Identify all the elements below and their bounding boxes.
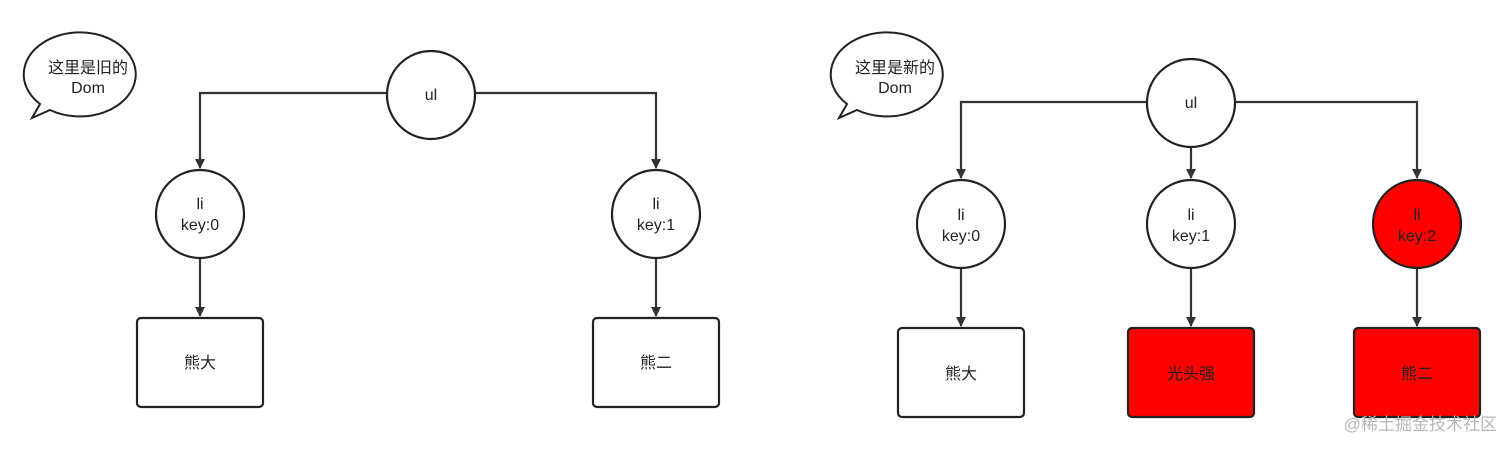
old-callout-bubble <box>22 31 137 121</box>
old-li-node-key1: li key:1 <box>610 168 702 260</box>
new-callout-bubble <box>829 31 944 121</box>
old-dom-callout: 这里是旧的 Dom <box>22 31 137 121</box>
old-callout-line-2: Dom <box>71 80 105 97</box>
old-ul-node: ul <box>385 49 477 141</box>
new-content-0-label: 熊大 <box>945 365 977 383</box>
new-li-node-key1: li key:1 <box>1145 178 1237 270</box>
new-ul-label: ul <box>1185 95 1197 112</box>
new-content-2-label: 熊二 <box>1401 365 1433 383</box>
old-li-node-key0: li key:0 <box>154 168 246 260</box>
old-edge-ul-to-li1 <box>475 91 661 169</box>
new-content-box-2: 熊二 <box>1352 326 1482 419</box>
new-dom-callout: 这里是新的 Dom <box>829 31 944 121</box>
new-li0-key: key:0 <box>942 228 980 245</box>
new-li1-label: li <box>1187 207 1194 224</box>
old-ul-label: ul <box>425 87 437 104</box>
new-edge-ul-to-li0 <box>956 100 1147 179</box>
old-content-0-label: 熊大 <box>184 354 216 372</box>
old-li1-label: li <box>652 196 659 213</box>
new-content-box-1: 光头强 <box>1126 326 1256 419</box>
watermark-text: @稀土掘金技术社区 <box>1344 415 1497 434</box>
new-li-node-key2: li key:2 <box>1371 178 1463 270</box>
new-li2-key: key:2 <box>1398 228 1436 245</box>
new-li-node-key0: li key:0 <box>915 178 1007 270</box>
new-ul-node: ul <box>1145 57 1237 149</box>
old-content-box-1: 熊二 <box>591 316 721 409</box>
old-li0-key: key:0 <box>181 217 219 234</box>
new-li2-label: li <box>1413 207 1420 224</box>
old-li0-label: li <box>196 196 203 213</box>
old-callout-line-1: 这里是旧的 <box>48 59 128 77</box>
new-content-1-label: 光头强 <box>1167 365 1215 383</box>
new-dom-tree: 这里是新的 Dom ul li key:0 li key:1 <box>829 31 1482 419</box>
old-content-box-0: 熊大 <box>135 316 265 409</box>
new-callout-line-1: 这里是新的 <box>855 59 935 77</box>
old-content-1-label: 熊二 <box>640 354 672 372</box>
new-callout-line-2: Dom <box>878 80 912 97</box>
new-li0-label: li <box>957 207 964 224</box>
old-edge-ul-to-li0 <box>195 91 388 169</box>
old-li1-key: key:1 <box>637 217 675 234</box>
old-dom-tree: 这里是旧的 Dom ul li key:0 li key:1 熊大 <box>22 31 721 409</box>
new-edge-ul-to-li2 <box>1235 100 1422 179</box>
new-li1-key: key:1 <box>1172 228 1210 245</box>
new-content-box-0: 熊大 <box>896 326 1026 419</box>
